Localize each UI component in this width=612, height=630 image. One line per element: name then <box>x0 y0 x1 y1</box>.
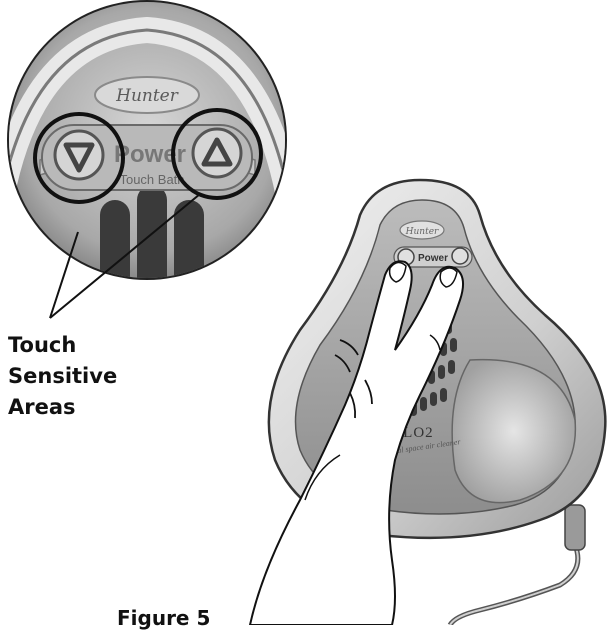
figure-caption: Figure 5 <box>117 606 210 630</box>
device-power-label: Power <box>418 253 448 264</box>
callout-line-2: Sensitive <box>8 361 117 392</box>
device-right-button[interactable] <box>452 248 468 264</box>
inset-model-label: Touch Bath <box>119 172 184 187</box>
callout-line-1: Touch <box>8 330 117 361</box>
device-logo: Hunter <box>405 227 439 237</box>
touch-sensitive-areas-label: Touch Sensitive Areas <box>8 330 117 423</box>
fan-up-button[interactable] <box>193 129 241 177</box>
zoom-inset: Hunter Power Touch Bath <box>0 0 300 310</box>
callout-line-3: Areas <box>8 392 117 423</box>
inset-logo: Hunter <box>115 86 179 106</box>
